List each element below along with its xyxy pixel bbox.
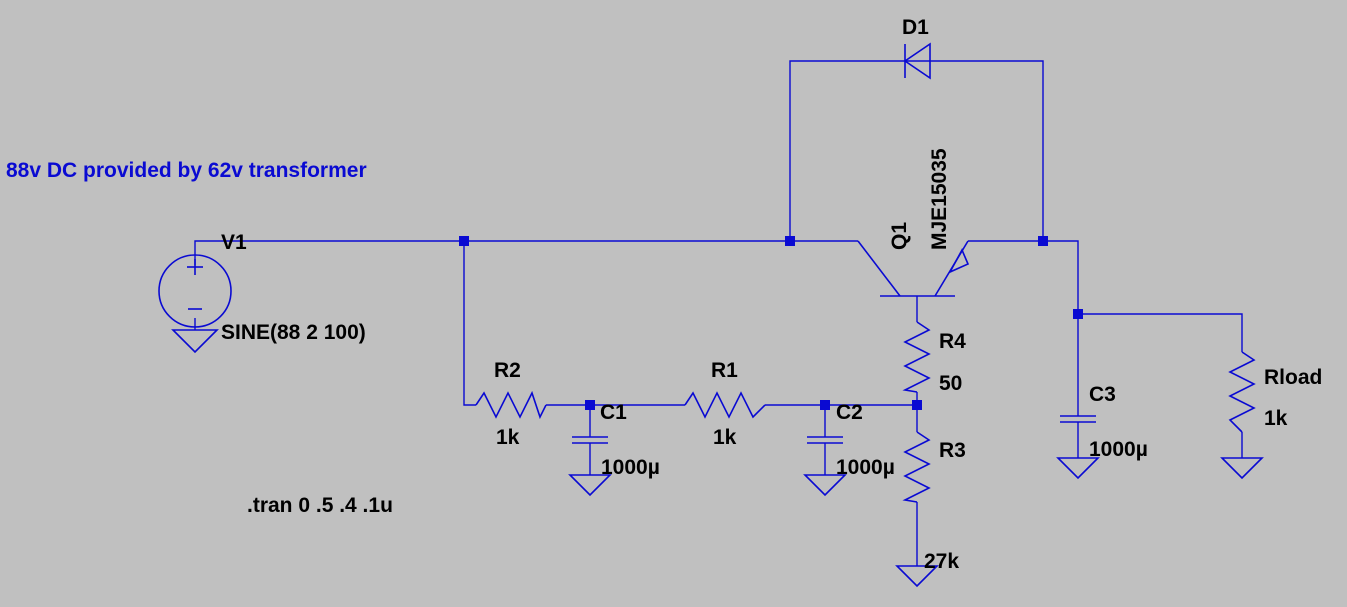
rload-value: 1k [1264, 407, 1288, 430]
r3-value: 27k [924, 550, 959, 573]
c3-value: 1000µ [1089, 438, 1148, 461]
ground-v1-icon [171, 329, 219, 354]
v1-value: SINE(88 2 100) [221, 321, 366, 344]
r1-name: R1 [711, 359, 738, 382]
capacitor-c3[interactable] [1060, 415, 1096, 423]
capacitor-c2[interactable] [807, 436, 843, 444]
resistor-r2[interactable] [475, 390, 547, 420]
capacitor-c1[interactable] [572, 436, 608, 444]
ground-c1-icon [568, 474, 612, 497]
resistor-rload[interactable] [1228, 351, 1256, 433]
r3-name: R3 [939, 439, 966, 462]
r4-value: 50 [939, 372, 962, 395]
r4-name: R4 [939, 330, 966, 353]
ground-rload-icon [1220, 457, 1264, 480]
comment-text: 88v DC provided by 62v transformer [6, 159, 367, 182]
resistor-r1[interactable] [684, 391, 766, 419]
wires [194, 60, 1243, 566]
c2-value: 1000µ [836, 456, 895, 479]
c2-name: C2 [836, 401, 863, 424]
r2-value: 1k [496, 426, 520, 449]
voltage-source-v1[interactable] [158, 254, 232, 328]
c1-value: 1000µ [601, 456, 660, 479]
spice-directive[interactable]: .tran 0 .5 .4 .1u [247, 494, 393, 517]
r2-name: R2 [494, 359, 521, 382]
ground-r3-icon [895, 565, 939, 588]
resistor-r4[interactable] [902, 321, 931, 393]
ground-c2-icon [803, 474, 847, 497]
c1-name: C1 [600, 401, 627, 424]
c3-name: C3 [1089, 383, 1116, 406]
resistor-r3[interactable] [902, 431, 931, 503]
r1-value: 1k [713, 426, 737, 449]
ground-icons [171, 329, 1264, 588]
d1-name: D1 [902, 16, 929, 39]
transistor-q1[interactable] [857, 240, 970, 297]
diode-d1[interactable] [903, 42, 931, 80]
q1-name: Q1 [888, 222, 911, 250]
v1-name: V1 [221, 231, 247, 254]
rload-name: Rload [1264, 366, 1322, 389]
junctions [459, 236, 1083, 410]
q1-value: MJE15035 [928, 148, 951, 250]
ground-c3-icon [1056, 457, 1100, 480]
